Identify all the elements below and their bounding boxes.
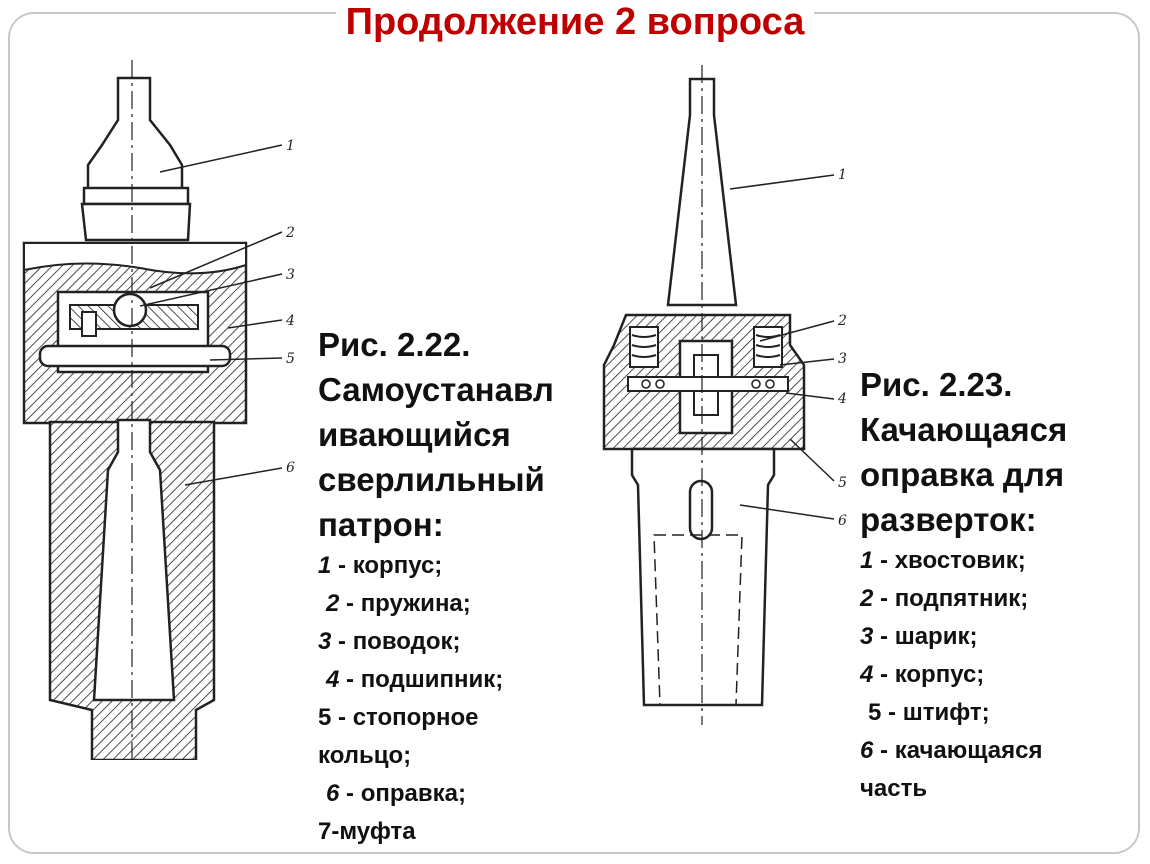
legend-item-text: - корпус;	[873, 661, 985, 688]
legend-item: 4 - корпус;	[860, 656, 1130, 694]
legend-item-number: 5	[318, 704, 332, 731]
fig2-label-1: 1	[838, 167, 847, 183]
legend-item-number: 2	[326, 590, 340, 617]
fig2-legend-list: 1 - хвостовик;2 - подпятник;3 - шарик;4 …	[860, 542, 1130, 808]
legend-item: 1 - корпус;	[318, 547, 588, 585]
fig1-label-5: 5	[286, 351, 295, 367]
legend-item-number: 3	[318, 628, 332, 655]
caption-line: сверлильный	[318, 461, 545, 498]
caption-line: патрон:	[318, 506, 444, 543]
legend-item-number: 2	[860, 585, 874, 612]
legend-item: 3 - поводок;	[318, 623, 588, 661]
legend-item-text: - хвостовик;	[873, 547, 1026, 574]
legend-item: 2 - подпятник;	[860, 580, 1130, 618]
fig2-label-5: 5	[838, 475, 847, 491]
caption-line: Качающаяся	[860, 411, 1068, 448]
legend-item-text: - качающаяся	[873, 737, 1043, 764]
fig1-label-1: 1	[286, 138, 295, 154]
caption-line: ивающийся	[318, 416, 511, 453]
figure-2-22-drawing: 1 2 3 4 5 6	[22, 60, 295, 760]
legend-item-number: 1	[860, 547, 874, 574]
legend-item-number: 4	[860, 661, 874, 688]
legend-item-text: - оправка;	[339, 780, 466, 807]
caption-line: Рис. 2.23.	[860, 366, 1013, 403]
legend-item: 5 - стопорное	[318, 699, 588, 737]
legend-item-text: - стопорное	[331, 704, 479, 731]
legend-item-number: 4	[326, 666, 340, 693]
caption-line: оправка для	[860, 456, 1065, 493]
legend-item: кольцо;	[318, 737, 588, 775]
legend-item: 5 - штифт;	[860, 694, 1130, 732]
legend-item-text: - поводок;	[331, 628, 461, 655]
fig2-label-6: 6	[838, 513, 847, 529]
legend-item: 6 - оправка;	[318, 775, 588, 813]
legend-item: 4 - подшипник;	[318, 661, 588, 699]
legend-item-text: - шарик;	[873, 623, 978, 650]
fig1-legend-list: 1 - корпус;2 - пружина;3 - поводок;4 - п…	[318, 547, 588, 851]
legend-item-text: - штифт;	[881, 699, 990, 726]
slide-title: Продолжение 2 вопроса	[0, 0, 1150, 44]
fig1-label-3: 3	[286, 267, 295, 283]
legend-item-text: кольцо;	[318, 742, 412, 769]
legend-item-text: - подпятник;	[873, 585, 1029, 612]
legend-item-number: 7	[318, 818, 332, 845]
figure-2-23-drawing: 1 2 3 4 5 6	[602, 65, 847, 725]
fig1-label-4: 4	[285, 313, 295, 329]
caption-line: Самоустанавл	[318, 371, 554, 408]
fig1-label-2: 2	[285, 225, 295, 241]
legend-item: 1 - хвостовик;	[860, 542, 1130, 580]
legend-item: 6 - качающаяся	[860, 732, 1130, 770]
legend-item: 7-муфта	[318, 813, 588, 851]
legend-item-text: - пружина;	[339, 590, 471, 617]
slide-title-text: Продолжение 2 вопроса	[335, 1, 815, 43]
caption-line: разверток:	[860, 501, 1037, 538]
legend-item-text: часть	[860, 775, 928, 802]
fig1-label-6: 6	[286, 460, 295, 476]
caption-line: Рис. 2.22.	[318, 326, 471, 363]
legend-item-number: 3	[860, 623, 874, 650]
fig2-label-2: 2	[837, 313, 847, 329]
fig2-label-4: 4	[837, 391, 847, 407]
legend-item-number: 1	[318, 552, 332, 579]
legend-item-text: - корпус;	[331, 552, 443, 579]
legend-item-number: 5	[868, 699, 882, 726]
legend-item: 3 - шарик;	[860, 618, 1130, 656]
legend-item-text: -муфта	[331, 818, 416, 845]
fig2-label-3: 3	[838, 351, 847, 367]
figure-2-23-caption: Рис. 2.23. Качающаяся оправка для развер…	[860, 362, 1130, 808]
legend-item-number: 6	[326, 780, 340, 807]
legend-item: 2 - пружина;	[318, 585, 588, 623]
legend-item-number: 6	[860, 737, 874, 764]
legend-item: часть	[860, 770, 1130, 808]
legend-item-text: - подшипник;	[339, 666, 504, 693]
figure-2-22-caption: Рис. 2.22. Самоустанавл ивающийся сверли…	[318, 322, 588, 851]
